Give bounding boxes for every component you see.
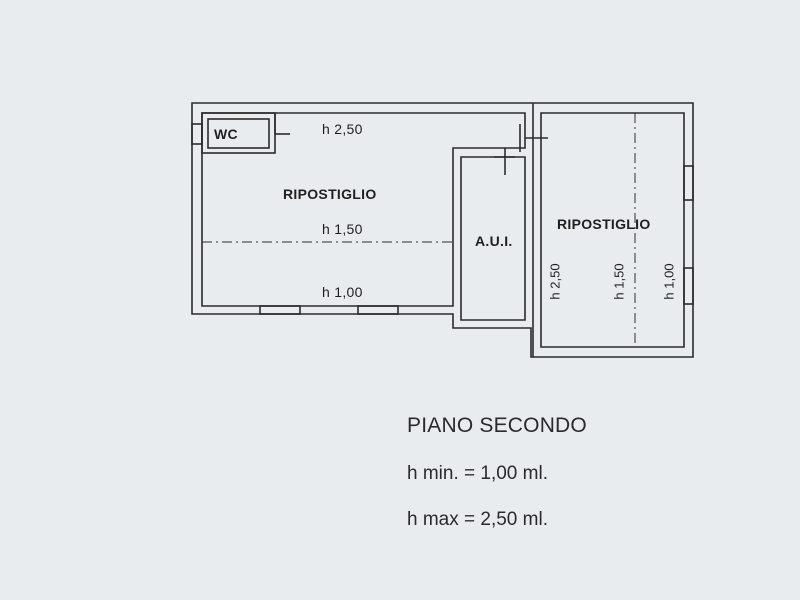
height-label-left-mid: h 1,50	[322, 221, 363, 237]
legend-min-height: h min. = 1,00 ml.	[407, 463, 548, 484]
window-bottom-1	[259, 305, 301, 315]
inner-wall-right	[540, 112, 685, 348]
legend-max-height: h max = 2,50 ml.	[407, 509, 548, 530]
room-label-storage-left: RIPOSTIGLIO	[283, 186, 377, 202]
height-label-right-a: h 2,50	[547, 263, 563, 300]
window-right-2	[683, 267, 694, 305]
room-label-aui: A.U.I.	[475, 233, 513, 249]
room-label-storage-right: RIPOSTIGLIO	[557, 216, 651, 232]
height-label-right-c: h 1,00	[661, 263, 677, 300]
wc-inner	[207, 118, 270, 149]
height-label-left-top: h 2,50	[322, 121, 363, 137]
window-right-1	[683, 165, 694, 201]
height-label-right-b: h 1,50	[611, 263, 627, 300]
room-label-wc: WC	[214, 126, 238, 142]
height-label-left-bottom: h 1,00	[322, 284, 363, 300]
inner-wall-left	[201, 112, 526, 307]
window-left	[191, 123, 203, 145]
legend-title: PIANO SECONDO	[407, 414, 587, 437]
window-bottom-2	[357, 305, 399, 315]
